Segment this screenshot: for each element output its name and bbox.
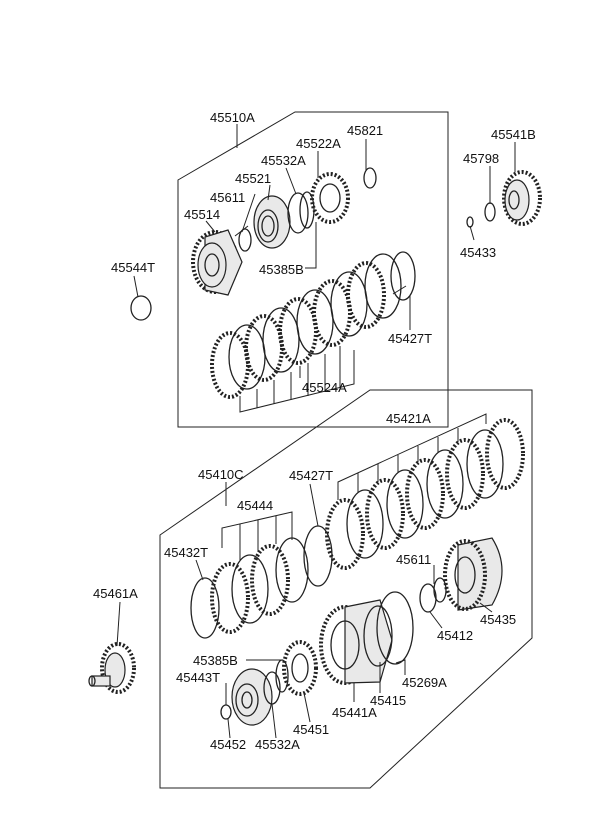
label-45452: 45452 [210,737,246,752]
seal-45532A-top [287,192,309,234]
label-45451: 45451 [293,722,329,737]
label-45444: 45444 [237,498,273,513]
ring-45611-top [238,228,252,252]
label-45415: 45415 [370,693,406,708]
hub-45435 [443,537,503,611]
clutch-disk-stack-upper [210,251,416,399]
label-45410C: 45410C [198,467,244,482]
spring-45522A [310,172,350,224]
label-45611-bot: 45611 [396,552,431,567]
label-45510A: 45510A [210,110,255,125]
label-45544T: 45544T [111,260,155,275]
label-45611-top: 45611 [210,190,245,205]
label-45521: 45521 [235,171,271,186]
label-45433: 45433 [460,245,496,260]
label-45421A: 45421A [386,411,431,426]
ring-45412 [419,583,437,613]
label-45441A: 45441A [332,705,377,720]
label-45821: 45821 [347,123,383,138]
label-45524A: 45524A [302,380,347,395]
label-45514: 45514 [184,207,220,222]
ring-45544T [130,295,152,321]
label-45432T: 45432T [164,545,208,560]
ring-45415 [363,605,393,667]
piston-group-lower [231,668,281,726]
ring-45433 [466,216,474,228]
piston-45521 [253,195,291,249]
gear-45541B [502,170,542,226]
label-45435: 45435 [480,612,516,627]
label-45427T-top: 45427T [388,331,432,346]
label-45385B-bot: 45385B [193,653,238,668]
label-45461A: 45461A [93,586,138,601]
retainer-45451 [282,640,318,696]
drum-45441A [319,599,393,685]
label-45798: 45798 [463,151,499,166]
gear-shaft-45461A [88,642,136,694]
snap-45385B-top [299,191,315,229]
washer-45798 [484,202,496,222]
label-45443T: 45443T [176,670,220,685]
label-45269A: 45269A [402,675,447,690]
ring-45821 [363,167,377,189]
lower-assembly-frame [159,389,533,789]
label-45522A: 45522A [296,136,341,151]
label-45532A-top: 45532A [261,153,306,168]
ring-45452 [220,704,232,720]
label-45412: 45412 [437,628,473,643]
label-45532A-bot: 45532A [255,737,300,752]
label-45427T-mid: 45427T [289,468,333,483]
drum-45514 [191,229,243,296]
upper-assembly-frame [177,111,449,428]
ring-45269A [376,591,414,665]
label-45385B-top: 45385B [259,262,304,277]
label-45541B: 45541B [491,127,536,142]
